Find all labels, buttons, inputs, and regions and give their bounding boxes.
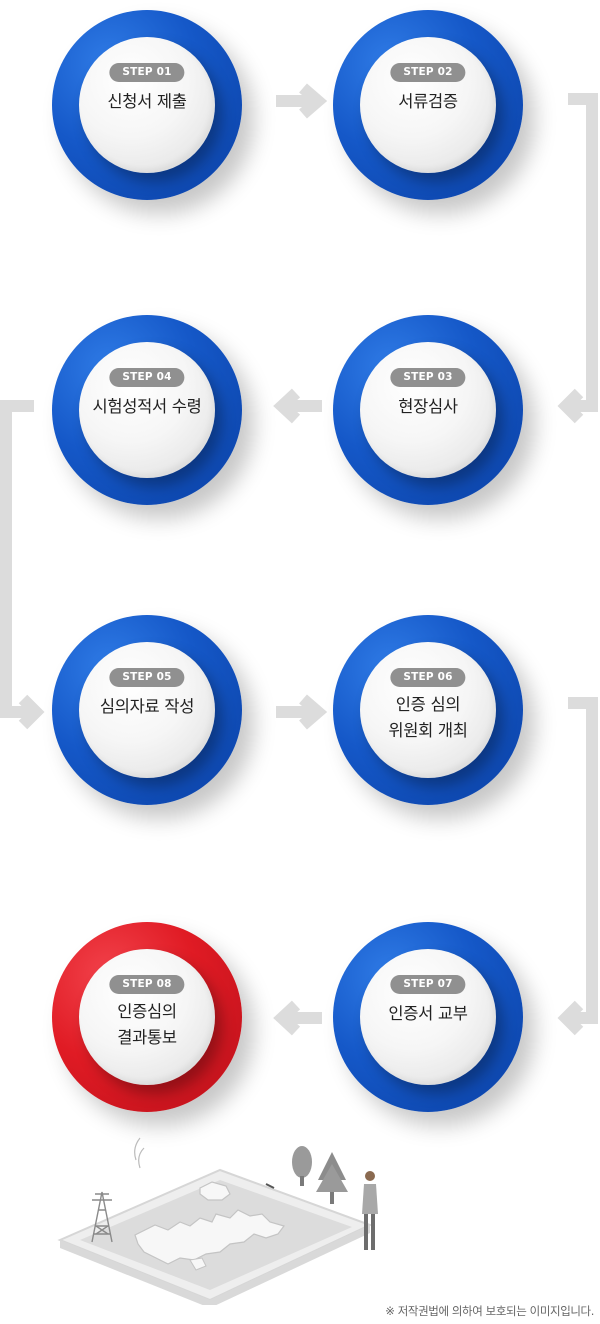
arrow-right-1 [276, 83, 328, 119]
tablet-edge [60, 1225, 370, 1305]
tower-icon [91, 1191, 113, 1243]
step-04: STEP 04 시험성적서 수령 [52, 315, 242, 505]
step-07-badge: STEP 07 [390, 975, 466, 994]
signal-icon [134, 1137, 145, 1169]
person-icon [362, 1171, 378, 1250]
step-01-disc: STEP 01 신청서 제출 [79, 37, 215, 173]
map-island [199, 1181, 231, 1201]
step-02: STEP 02 서류검증 [333, 10, 523, 200]
map-island-2 [189, 1257, 207, 1271]
step-05-title: 심의자료 작성 [99, 697, 195, 716]
step-02-badge: STEP 02 [390, 63, 466, 82]
step-01-badge: STEP 01 [109, 63, 185, 82]
step-04-title: 시험성적서 수령 [92, 397, 202, 416]
step-08-disc: STEP 08 인증심의 결과통보 [79, 949, 215, 1085]
step-01: STEP 01 신청서 제출 [52, 10, 242, 200]
connector-6-7 [557, 697, 598, 1036]
step-03-disc: STEP 03 현장심사 [360, 342, 496, 478]
step-06-title: 인증 심의 위원회 개최 [388, 695, 468, 740]
step-01-title: 신청서 제출 [107, 92, 187, 111]
step-05: STEP 05 심의자료 작성 [52, 615, 242, 805]
step-07-disc: STEP 07 인증서 교부 [360, 949, 496, 1085]
arrow-left-2 [273, 1000, 322, 1036]
step-03-badge: STEP 03 [390, 368, 466, 387]
step-07: STEP 07 인증서 교부 [333, 922, 523, 1112]
arrow-right-2 [276, 694, 328, 730]
step-06-disc: STEP 06 인증 심의 위원회 개최 [360, 642, 496, 778]
step-06: STEP 06 인증 심의 위원회 개최 [333, 615, 523, 805]
step-02-disc: STEP 02 서류검증 [360, 37, 496, 173]
map-land [134, 1209, 286, 1265]
step-04-badge: STEP 04 [109, 368, 185, 387]
step-05-badge: STEP 05 [109, 668, 185, 687]
step-03-title: 현장심사 [398, 397, 458, 416]
tree-icon [292, 1146, 348, 1204]
map-tablet-illustration [57, 1137, 378, 1305]
step-06-badge: STEP 06 [390, 668, 466, 687]
step-04-disc: STEP 04 시험성적서 수령 [79, 342, 215, 478]
step-08-badge: STEP 08 [109, 975, 185, 994]
step-02-title: 서류검증 [398, 92, 458, 111]
step-08: STEP 08 인증심의 결과통보 [52, 922, 242, 1112]
connector-2-3 [557, 93, 598, 424]
pin-icon [265, 1183, 275, 1189]
step-07-title: 인증서 교부 [388, 1004, 468, 1023]
step-08-title: 인증심의 결과통보 [117, 1002, 177, 1047]
connector-4-5 [0, 400, 45, 730]
copyright-note: ※ 저작권법에 의하여 보호되는 이미지입니다. [385, 1304, 594, 1318]
step-03: STEP 03 현장심사 [333, 315, 523, 505]
arrow-left-1 [273, 388, 322, 424]
step-05-disc: STEP 05 심의자료 작성 [79, 642, 215, 778]
